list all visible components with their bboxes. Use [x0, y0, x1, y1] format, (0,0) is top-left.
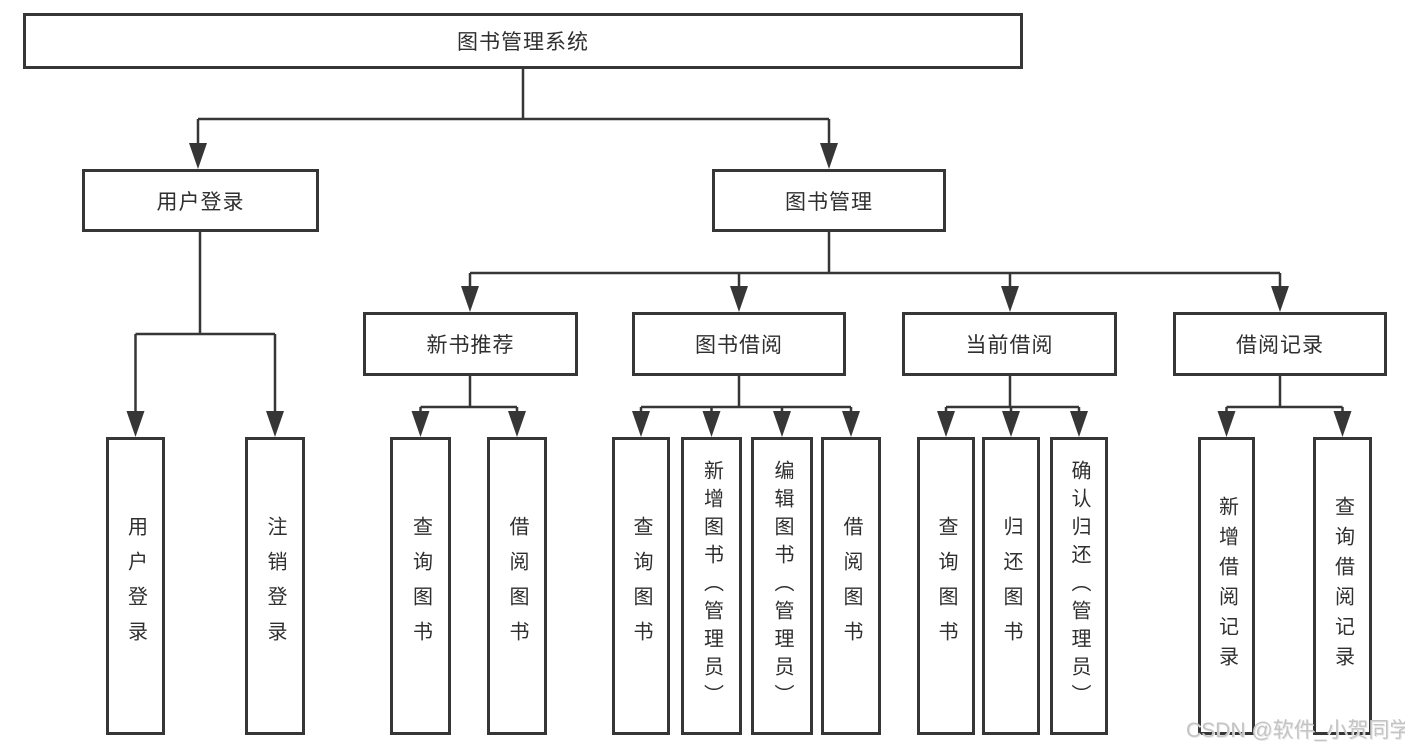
arrowheads	[126, 143, 1352, 437]
leaf-label: 借阅图书	[506, 516, 528, 656]
node-leaf-return-books: 归还图书	[982, 437, 1040, 735]
leaf-label: 注销登录	[264, 516, 286, 656]
node-leaf-query-books-2: 查询图书	[612, 437, 670, 735]
leaf-label: 借阅图书	[840, 516, 862, 656]
csdn-watermark: CSDN @软件_小贺同学	[1186, 719, 1405, 742]
leaf-label: 查询图书	[935, 516, 957, 656]
node-leaf-add-borrow-record: 新增借阅记录	[1198, 437, 1255, 735]
leaf-label: 查询图书	[409, 516, 432, 656]
leaf-label: 编辑图书（管理员）	[771, 460, 793, 712]
node-borrowing-records: 借阅记录	[1173, 312, 1387, 376]
leaf-label: 新增图书（管理员）	[700, 460, 723, 712]
node-leaf-logout: 注销登录	[245, 437, 305, 735]
node-leaf-query-books-3: 查询图书	[917, 437, 975, 735]
leaf-label: 查询图书	[630, 516, 652, 656]
node-leaf-user-login: 用户登录	[106, 437, 165, 735]
leaf-label: 确认归还（管理员）	[1068, 460, 1090, 712]
node-book-management: 图书管理	[712, 169, 946, 232]
node-book-borrowing: 图书借阅	[632, 312, 846, 376]
connector-lines	[134, 69, 1344, 414]
node-leaf-add-books-admin: 新增图书（管理员）	[681, 437, 742, 735]
node-leaf-confirm-return-admin: 确认归还（管理员）	[1050, 437, 1108, 735]
node-leaf-borrow-books-1: 借阅图书	[487, 437, 547, 735]
node-new-book-recommend: 新书推荐	[363, 312, 578, 376]
node-leaf-query-borrow-record: 查询借阅记录	[1313, 437, 1372, 735]
node-leaf-edit-books-admin: 编辑图书（管理员）	[751, 437, 813, 735]
node-user-login: 用户登录	[82, 169, 319, 232]
node-root-system: 图书管理系统	[23, 13, 1023, 69]
node-current-borrowing: 当前借阅	[902, 312, 1117, 376]
leaf-label: 查询借阅记录	[1331, 496, 1354, 676]
node-leaf-borrow-books-2: 借阅图书	[821, 437, 881, 735]
leaf-label: 用户登录	[124, 516, 147, 656]
leaf-label: 新增借阅记录	[1215, 496, 1238, 676]
node-leaf-query-books-1: 查询图书	[390, 437, 451, 735]
leaf-label: 归还图书	[1000, 516, 1022, 656]
